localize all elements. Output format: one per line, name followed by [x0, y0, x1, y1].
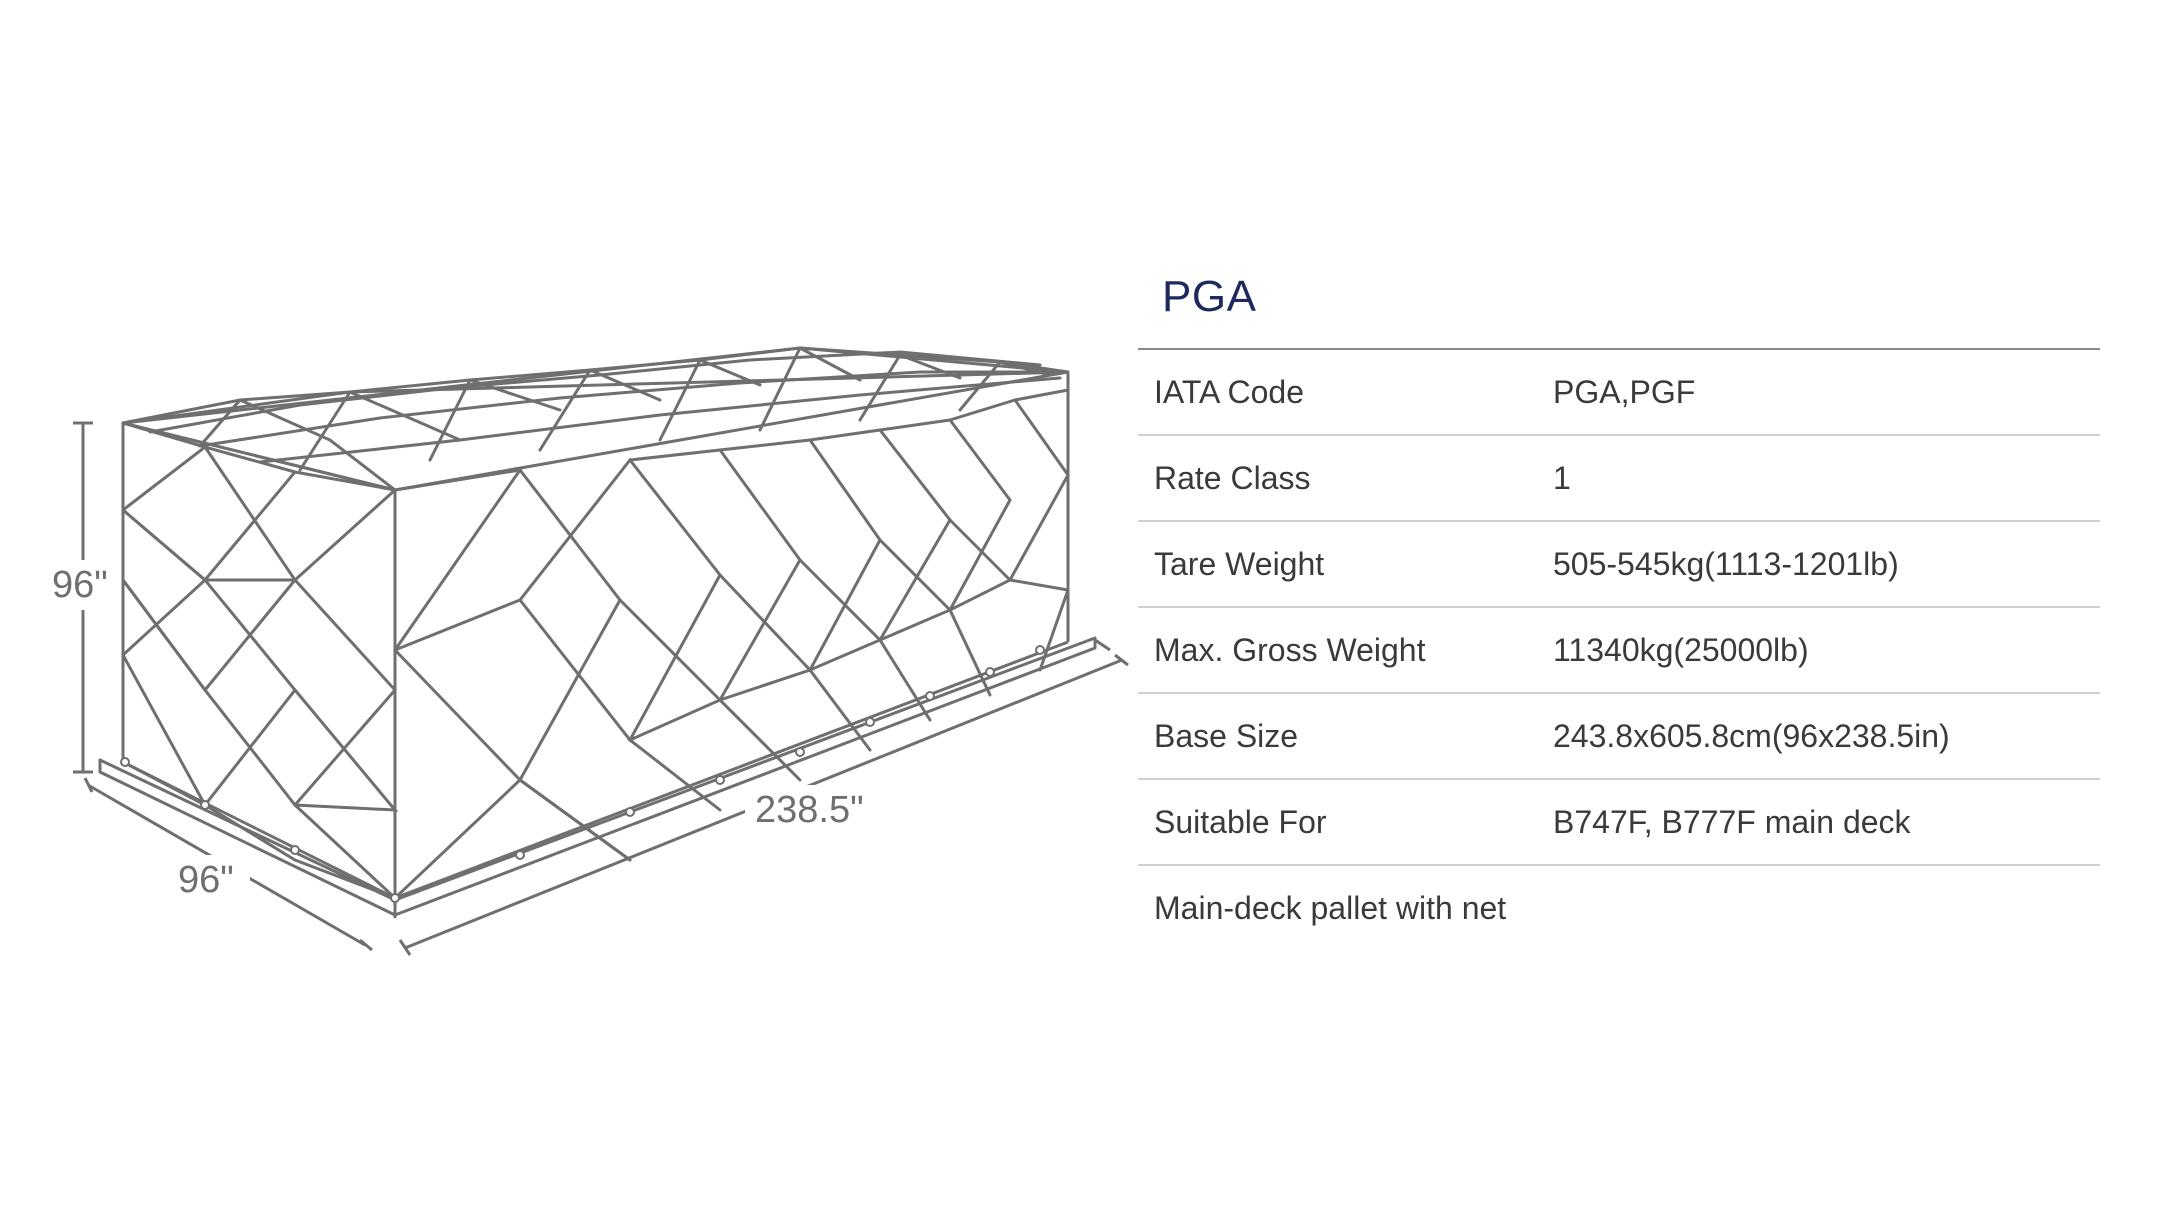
spec-label: IATA Code — [1154, 373, 1304, 410]
spec-table: IATA Code PGA,PGF Rate Class 1 Tare Weig… — [1138, 348, 2100, 950]
spec-note: Main-deck pallet with net — [1154, 889, 1507, 926]
net-anchor-points — [120, 645, 1045, 903]
spec-value: 11340kg(25000lb) — [1553, 631, 1809, 668]
spec-value: 1 — [1553, 459, 1571, 496]
cargo-box-outline — [121, 346, 1070, 900]
width-label-bg — [170, 855, 250, 905]
cargo-net — [121, 346, 1070, 902]
spec-panel: PGA IATA Code PGA,PGF Rate Class 1 Tare … — [1138, 260, 2100, 950]
spec-value: 243.8x605.8cm(96x238.5in) — [1553, 717, 1950, 754]
spec-row-base-size: Base Size 243.8x605.8cm(96x238.5in) — [1138, 694, 2100, 780]
pallet-base — [98, 636, 1111, 918]
height-label-bg — [48, 560, 118, 610]
width-dimension-label: 96" — [178, 859, 234, 901]
spec-title: PGA — [1162, 272, 1257, 321]
spec-label: Base Size — [1154, 717, 1299, 754]
spec-label: Rate Class — [1154, 459, 1311, 496]
spec-note-row: Main-deck pallet with net — [1138, 866, 2100, 950]
spec-row-max-gross-weight: Max. Gross Weight 11340kg(25000lb) — [1138, 608, 2100, 694]
spec-label: Suitable For — [1154, 803, 1327, 840]
spec-value: B747F, B777F main deck — [1553, 803, 1911, 840]
spec-label: Tare Weight — [1154, 545, 1325, 582]
spec-row-suitable-for: Suitable For B747F, B777F main deck — [1138, 780, 2100, 866]
length-dimension-label: 238.5" — [755, 789, 864, 831]
spec-row-tare-weight: Tare Weight 505-545kg(1113-1201lb) — [1138, 522, 2100, 608]
spec-value: 505-545kg(1113-1201lb) — [1553, 545, 1899, 582]
spec-value: PGA,PGF — [1553, 373, 1696, 410]
spec-row-rate-class: Rate Class 1 — [1138, 436, 2100, 522]
height-dimension-label: 96" — [52, 564, 108, 606]
spec-label: Max. Gross Weight — [1154, 631, 1426, 668]
pallet-net-illustration: 96" 96" 238.5" — [48, 346, 1129, 956]
spec-row-iata-code: IATA Code PGA,PGF — [1138, 350, 2100, 436]
length-label-bg — [745, 785, 875, 837]
